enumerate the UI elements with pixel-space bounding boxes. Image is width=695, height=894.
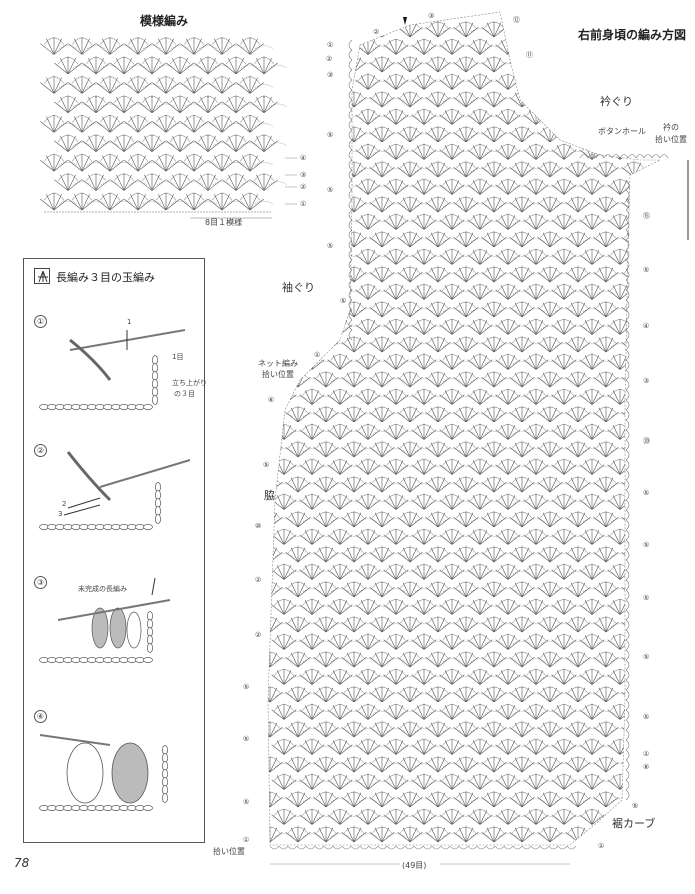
step-2-label-3: 3 bbox=[58, 510, 63, 518]
top-row-marker: ① bbox=[327, 41, 334, 49]
left-row-marker: ⑤ bbox=[243, 798, 250, 806]
stitch-count-label: (49目) bbox=[402, 861, 427, 870]
right-row-marker: ④ bbox=[643, 322, 650, 330]
collar-pickup-label-1: 衿の bbox=[663, 123, 679, 132]
top-row-marker: ② bbox=[373, 28, 380, 36]
left-row-marker: ② bbox=[255, 576, 262, 584]
right-row-marker: ③ bbox=[643, 377, 650, 385]
right-row-marker: ① bbox=[643, 750, 650, 758]
swatch-stitches bbox=[40, 36, 297, 219]
step-3-label: 未完成の長編み bbox=[78, 585, 127, 593]
step-1-arrow-label: 1 bbox=[127, 318, 132, 326]
top-row-marker: ⑫ bbox=[513, 16, 520, 24]
collar-pickup-label-2: 拾い位置 bbox=[655, 135, 687, 144]
right-row-marker: ⑳ bbox=[643, 437, 650, 445]
right-row-marker: ⑤ bbox=[643, 594, 650, 602]
swatch-row-marker-1: ① bbox=[300, 200, 307, 208]
top-row-marker: ③ bbox=[327, 71, 334, 79]
left-row-marker: ⑤ bbox=[327, 186, 334, 194]
right-row-marker: ⑤ bbox=[632, 802, 639, 810]
step-4-number: ④ bbox=[34, 710, 47, 723]
armhole-label: 袖ぐり bbox=[282, 281, 315, 294]
left-row-marker: ⑤ bbox=[327, 131, 334, 139]
technique-title: 長編み３目の玉編み bbox=[56, 271, 155, 284]
right-row-marker: ⑮ bbox=[643, 212, 650, 220]
step-2-number: ② bbox=[34, 444, 47, 457]
left-row-marker: ① bbox=[314, 351, 321, 359]
net-pickup-label-2: 拾い位置 bbox=[262, 370, 294, 379]
side-label: 脇 bbox=[264, 489, 275, 502]
swatch-repeat-label: 8目１模様 bbox=[205, 218, 243, 227]
hem-curve-label: 裾カーブ bbox=[612, 817, 656, 830]
swatch-row-marker-2: ② bbox=[300, 183, 307, 191]
buttonhole-label: ボタンホール bbox=[598, 127, 646, 136]
step-3-number: ③ bbox=[34, 576, 47, 589]
left-row-marker: ⑤ bbox=[327, 242, 334, 250]
bottom-pickup-label: 拾い位置 bbox=[213, 847, 245, 856]
chart-stitches bbox=[267, 11, 689, 865]
left-row-marker: ⑩ bbox=[255, 522, 262, 530]
step-2-label-2: 2 bbox=[62, 500, 67, 508]
top-row-marker: ② bbox=[326, 55, 333, 63]
top-row-marker: ③ bbox=[428, 12, 435, 20]
right-row-marker: ⑤ bbox=[643, 266, 650, 274]
puff-stitch-symbol-icon bbox=[34, 268, 50, 284]
chart-title: 右前身頃の編み方図 bbox=[578, 28, 687, 42]
technique-box bbox=[23, 258, 205, 843]
right-row-marker: ⑤ bbox=[643, 653, 650, 661]
technique-drawings bbox=[39, 329, 191, 811]
right-row-marker: ⑤ bbox=[643, 541, 650, 549]
left-row-marker: ⑤ bbox=[263, 461, 270, 469]
right-row-marker: ① bbox=[598, 842, 605, 850]
step-1-number: ① bbox=[34, 315, 47, 328]
net-pickup-label-1: ネット編み bbox=[258, 359, 298, 368]
left-row-marker: ② bbox=[255, 631, 262, 639]
left-row-marker: ⑤ bbox=[243, 735, 250, 743]
left-row-marker: ① bbox=[243, 836, 250, 844]
swatch-title: 模様編み bbox=[140, 14, 189, 28]
step-1-stitch-label: 1目 bbox=[172, 353, 184, 361]
left-row-marker: ⑤ bbox=[340, 297, 347, 305]
left-row-marker: ⑥ bbox=[268, 396, 275, 404]
top-row-marker: ⑪ bbox=[526, 51, 533, 59]
neckline-label: 衿ぐり bbox=[600, 95, 633, 108]
right-row-marker: ⑤ bbox=[643, 713, 650, 721]
step-1-turning-count: の３目 bbox=[174, 390, 195, 398]
swatch-row-marker-4: ④ bbox=[300, 154, 307, 162]
page-number: 78 bbox=[14, 856, 30, 870]
right-row-marker: ⑤ bbox=[643, 489, 650, 497]
swatch-row-marker-3: ③ bbox=[300, 171, 307, 179]
left-row-marker: ⑤ bbox=[243, 683, 250, 691]
step-1-turning-label: 立ち上がり bbox=[172, 379, 207, 387]
right-row-marker: ⑧ bbox=[643, 763, 650, 771]
